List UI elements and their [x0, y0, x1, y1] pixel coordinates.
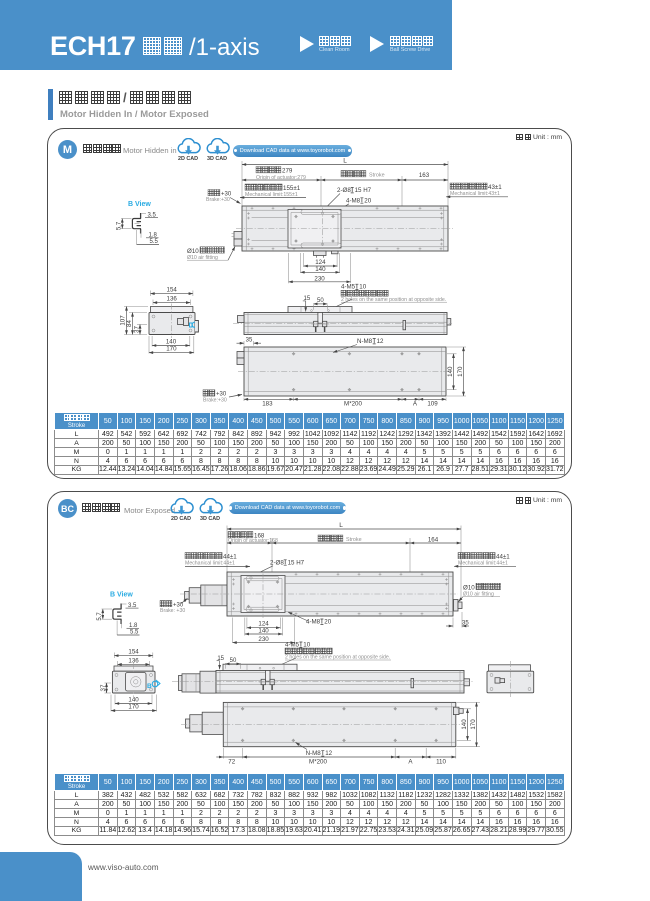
- svg-text:Ø10 air fitting: Ø10 air fitting: [187, 255, 218, 261]
- svg-text:B View: B View: [128, 201, 151, 208]
- svg-text:163: 163: [419, 172, 430, 179]
- svg-text:4-M5: 4-M5: [341, 284, 356, 291]
- svg-text:1.8: 1.8: [149, 233, 158, 239]
- svg-text:35: 35: [246, 337, 253, 343]
- svg-text:3.5: 3.5: [148, 212, 157, 218]
- svg-text:124: 124: [315, 259, 326, 266]
- svg-text:140: 140: [258, 627, 269, 634]
- svg-text:140: 140: [447, 366, 454, 377]
- svg-text:4-M8: 4-M8: [306, 619, 321, 626]
- svg-text:110: 110: [436, 759, 446, 766]
- svg-text:43±1: 43±1: [488, 184, 502, 191]
- svg-text:20: 20: [364, 197, 371, 204]
- svg-text:Brake: +30: Brake: +30: [160, 608, 185, 614]
- svg-text:155±1: 155±1: [283, 185, 301, 192]
- svg-text:Origin of actuator:168: Origin of actuator:168: [228, 538, 278, 544]
- svg-text:50: 50: [317, 298, 324, 304]
- svg-text:Stroke: Stroke: [346, 537, 362, 543]
- svg-text:136: 136: [167, 296, 178, 303]
- svg-text:12: 12: [377, 338, 384, 345]
- svg-text:279: 279: [282, 168, 293, 175]
- svg-text:A: A: [413, 401, 418, 408]
- svg-text:140: 140: [166, 339, 177, 346]
- svg-text:170: 170: [166, 346, 177, 353]
- svg-text:5.5: 5.5: [130, 630, 139, 636]
- svg-text:Stroke: Stroke: [369, 173, 385, 179]
- svg-text:10: 10: [359, 284, 366, 291]
- svg-text:35: 35: [462, 621, 469, 627]
- svg-text:72: 72: [228, 759, 235, 766]
- svg-text:44±1: 44±1: [496, 554, 510, 561]
- svg-text:B View: B View: [110, 592, 133, 599]
- svg-text:Mechanical limit:155±1: Mechanical limit:155±1: [245, 192, 298, 198]
- svg-text:168: 168: [254, 533, 265, 540]
- svg-text:140: 140: [128, 697, 139, 704]
- svg-text:183: 183: [262, 401, 273, 408]
- svg-text:136: 136: [128, 658, 139, 665]
- svg-text:Origin of actuator:279: Origin of actuator:279: [256, 175, 306, 181]
- svg-text:Mechanical limit:44±1: Mechanical limit:44±1: [185, 561, 235, 567]
- svg-text:Mechanical limit:43±1: Mechanical limit:43±1: [450, 191, 500, 197]
- svg-text:Ø10: Ø10: [187, 248, 199, 255]
- svg-text:5.5: 5.5: [150, 239, 159, 245]
- svg-text:154: 154: [167, 287, 178, 294]
- svg-text:170: 170: [457, 366, 464, 377]
- svg-text:N-M8: N-M8: [306, 750, 322, 757]
- svg-text:37: 37: [100, 684, 107, 691]
- svg-text:5.7: 5.7: [117, 221, 123, 230]
- svg-text:10: 10: [303, 642, 310, 649]
- svg-text:154: 154: [128, 649, 139, 656]
- svg-text:170: 170: [128, 704, 139, 711]
- svg-text:107: 107: [120, 315, 127, 326]
- svg-text:Ø10: Ø10: [463, 584, 475, 591]
- svg-text:44±1: 44±1: [223, 554, 237, 561]
- svg-text:Brake:+30: Brake:+30: [203, 397, 227, 403]
- svg-text:2 holes on the same position a: 2 holes on the same position at opposite…: [341, 297, 446, 303]
- svg-text:15 H7: 15 H7: [355, 187, 372, 194]
- svg-text:4-M5: 4-M5: [285, 642, 300, 649]
- svg-text:2-Ø8: 2-Ø8: [270, 559, 284, 566]
- svg-text:164: 164: [428, 537, 439, 544]
- svg-text:15 H7: 15 H7: [288, 559, 305, 566]
- svg-text:37: 37: [133, 326, 140, 333]
- svg-text:M*200: M*200: [309, 759, 327, 766]
- svg-text:230: 230: [314, 275, 325, 282]
- svg-text:15: 15: [304, 296, 311, 302]
- svg-text:20: 20: [324, 619, 331, 626]
- svg-text:109: 109: [427, 401, 438, 408]
- svg-text:+30: +30: [221, 191, 232, 197]
- svg-text:L: L: [339, 522, 343, 529]
- svg-text:84: 84: [126, 320, 133, 327]
- svg-text:Ø10 air fitting: Ø10 air fitting: [463, 591, 494, 597]
- svg-text:A: A: [408, 759, 413, 766]
- svg-text:230: 230: [258, 636, 269, 643]
- svg-text:+30: +30: [173, 602, 184, 608]
- svg-text:3.5: 3.5: [128, 603, 137, 609]
- svg-text:+30: +30: [216, 392, 227, 398]
- svg-text:Brake:+30: Brake:+30: [206, 197, 230, 203]
- svg-text:140: 140: [315, 266, 326, 273]
- svg-text:2-Ø8: 2-Ø8: [337, 187, 351, 194]
- svg-text:140: 140: [461, 719, 468, 730]
- svg-text:4-M8: 4-M8: [346, 197, 361, 204]
- svg-text:1.8: 1.8: [129, 623, 138, 629]
- svg-text:2 holes on the same position a: 2 holes on the same position at opposite…: [285, 655, 390, 661]
- svg-text:15: 15: [217, 656, 224, 662]
- svg-text:12: 12: [325, 750, 332, 757]
- svg-text:124: 124: [258, 621, 269, 628]
- svg-text:50: 50: [230, 658, 237, 664]
- svg-text:170: 170: [470, 719, 477, 730]
- svg-text:M*200: M*200: [344, 401, 362, 408]
- svg-text:Mechanical limit:44±1: Mechanical limit:44±1: [458, 561, 508, 567]
- svg-text:5.7: 5.7: [97, 612, 103, 621]
- svg-text:B: B: [147, 683, 152, 690]
- svg-text:N-M8: N-M8: [357, 338, 373, 345]
- svg-text:L: L: [343, 158, 347, 165]
